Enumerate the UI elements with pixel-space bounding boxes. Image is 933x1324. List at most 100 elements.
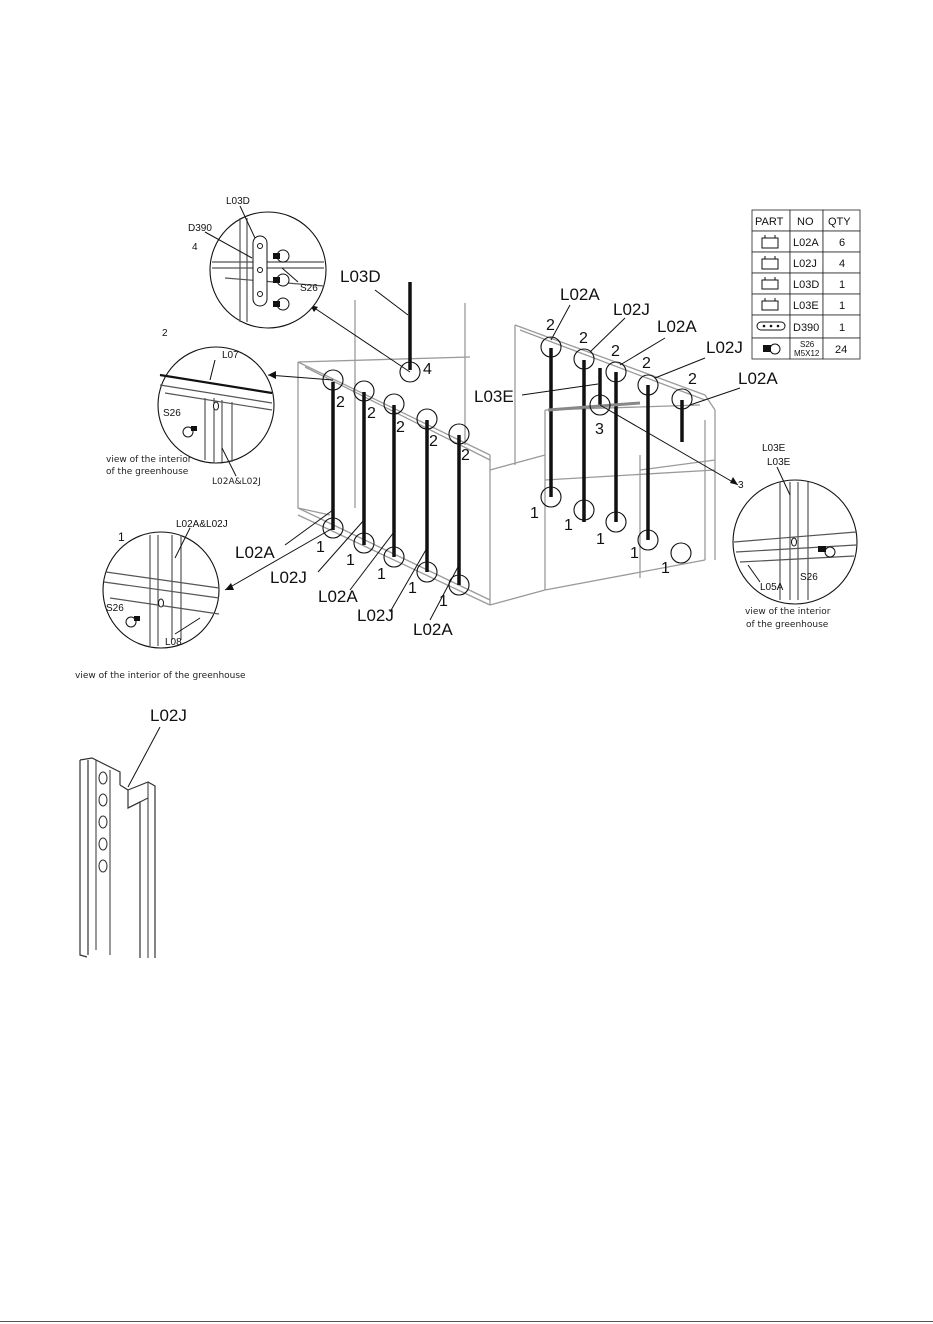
leader-arrow-3 <box>225 583 234 590</box>
step-2-front-b: 2 <box>367 405 376 422</box>
channel-profile-icon <box>761 235 779 249</box>
detail2-S26: S26 <box>163 408 181 419</box>
screw-icon <box>273 273 290 287</box>
detail2-parts: L02A&L02J <box>212 477 261 487</box>
channel-profile-icon <box>761 256 779 270</box>
step-2-back-b: 2 <box>579 330 588 347</box>
table-row-3-qty: 1 <box>839 279 845 291</box>
step-1-back-c: 1 <box>596 531 605 548</box>
label-L03E: L03E <box>474 387 514 406</box>
detail-callout-2: 2 L07 S26 view of the interior of the gr… <box>106 328 275 487</box>
detail1-L08: L08 <box>165 637 182 648</box>
detail4-step: 4 <box>192 242 198 253</box>
detail3-caption-1: view of the interior <box>745 607 831 617</box>
profile-detail-L02J: L02J <box>79 706 187 958</box>
table-row-5-no: D390 <box>793 322 819 334</box>
table-header-no: NO <box>797 216 814 228</box>
step-2-front-c: 2 <box>396 419 405 436</box>
detail-callout-1: 1 L02A&L02J S26 L08 view of the interior… <box>75 519 246 681</box>
screw-icon <box>182 426 197 438</box>
table-row-2-no: L02J <box>793 258 817 270</box>
parts-table: PART NO QTY L02A 6 L02J 4 L03D 1 L03E 1 <box>751 209 861 360</box>
page-bottom-rule <box>0 1321 933 1322</box>
screw-icon <box>818 546 836 558</box>
step-2-back-d: 2 <box>642 355 651 372</box>
detail4-D390: D390 <box>188 223 212 234</box>
step-2-front-d: 2 <box>429 433 438 450</box>
table-row-3-no: L03D <box>793 279 819 291</box>
table-row-1-no: L02A <box>793 237 819 249</box>
step-1-back-b: 1 <box>564 517 573 534</box>
bar-L03E-horizontal <box>547 401 641 412</box>
table-row-6-qty: 24 <box>835 344 847 356</box>
label-L02J-back-1: L02J <box>613 300 650 319</box>
step-1-back-e: 1 <box>661 560 670 577</box>
table-row-4-no: L03E <box>793 300 819 312</box>
step-2-back-e: 2 <box>688 371 697 388</box>
detail4-L03D: L03D <box>226 196 250 207</box>
detail3-L03E-a: L03E <box>762 443 786 454</box>
table-row-1-qty: 6 <box>839 237 845 249</box>
d390-plate <box>252 235 268 307</box>
label-L02A-front-2: L02A <box>318 587 358 606</box>
detail1-caption: view of the interior of the greenhouse <box>75 671 246 681</box>
step-2-back-c: 2 <box>611 343 620 360</box>
label-L02A-front-3: L02A <box>413 620 453 639</box>
step-numbers: 4 2 2 2 2 2 2 2 2 2 2 3 1 1 1 1 1 1 1 1 … <box>316 317 697 610</box>
leader-arrow-2 <box>268 371 276 379</box>
channel-profile-icon <box>761 298 779 311</box>
table-row-4-qty: 1 <box>839 300 845 312</box>
table-header-qty: QTY <box>828 216 851 228</box>
leader-lines <box>224 289 741 621</box>
detail2-step: 2 <box>162 328 168 339</box>
step-3-main: 3 <box>595 421 604 438</box>
step-1-front-b: 1 <box>346 552 355 569</box>
step-1-front-e: 1 <box>439 593 448 610</box>
label-L02A-back-2: L02A <box>657 317 697 336</box>
detail1-parts: L02A&L02J <box>176 519 228 530</box>
detail4-S26: S26 <box>300 283 318 294</box>
detail3-S26: S26 <box>800 572 818 583</box>
label-L02A-back-3: L02A <box>738 369 778 388</box>
label-L02J-back-2: L02J <box>706 338 743 357</box>
table-row-5-qty: 1 <box>839 322 845 334</box>
detail2-L07: L07 <box>222 350 239 361</box>
step-1-front-c: 1 <box>377 566 386 583</box>
step-4-main: 4 <box>423 361 432 378</box>
step-2-front-a: 2 <box>336 394 345 411</box>
label-L03D: L03D <box>340 267 381 286</box>
detail-callout-3: L03E L03E 3 L05A S26 view of the interio… <box>732 443 858 630</box>
step-1-back-a: 1 <box>530 505 539 522</box>
label-L02A-front-1: L02A <box>235 543 275 562</box>
leader-arrow-4 <box>730 477 738 485</box>
detail3-L03E-b: L03E <box>767 457 791 468</box>
screw-icon <box>763 343 781 355</box>
table-row-6-no-sub: M5X12 <box>794 349 820 358</box>
table-row-2-qty: 4 <box>839 258 845 270</box>
connector-plate-icon <box>756 321 786 331</box>
detail2-caption-1: view of the interior <box>106 455 192 465</box>
step-1-front-a: 1 <box>316 539 325 556</box>
step-2-front-e: 2 <box>461 447 470 464</box>
table-row-6-no: S26 <box>800 340 815 349</box>
channel-profile-icon <box>761 277 779 290</box>
step-2-back-a: 2 <box>546 317 555 334</box>
label-L02J-front-2: L02J <box>357 606 394 625</box>
label-L02J-front-1: L02J <box>270 568 307 587</box>
table-header-part: PART <box>755 216 784 228</box>
label-L02A-back-1: L02A <box>560 285 600 304</box>
detail1-step: 1 <box>118 530 125 544</box>
detail3-L05A: L05A <box>760 582 784 593</box>
screw-icon <box>273 249 290 263</box>
step-1-back-d: 1 <box>630 545 639 562</box>
detail1-S26: S26 <box>106 603 124 614</box>
detail-callout-4: L03D D390 4 S26 <box>188 196 327 329</box>
assembly-rings <box>322 336 693 596</box>
detail2-caption-2: of the greenhouse <box>106 467 189 477</box>
profile-label-L02J: L02J <box>150 706 187 725</box>
screw-icon <box>125 616 140 628</box>
step-1-front-d: 1 <box>408 580 417 597</box>
screw-icon <box>273 297 290 311</box>
front-wall-bars <box>331 282 684 585</box>
